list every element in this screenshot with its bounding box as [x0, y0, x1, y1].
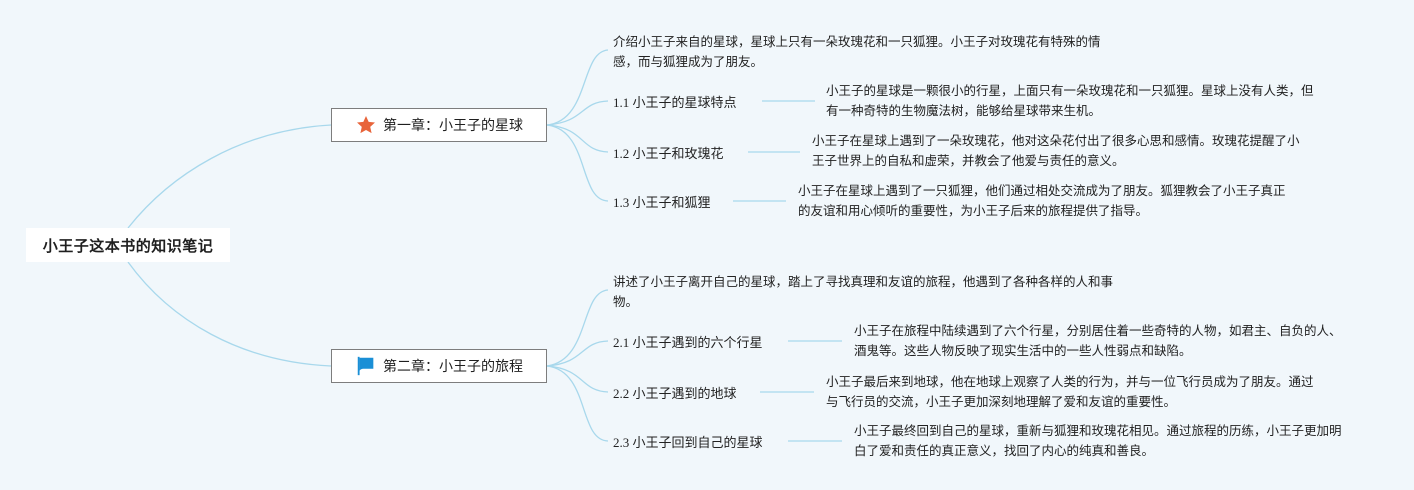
chapter-2-topic[interactable]: 第二章：小王子的旅程 — [331, 349, 547, 383]
connector-root-ch1 — [127, 124, 332, 229]
section-2-3-desc: 小王子最终回到自己的星球，重新与狐狸和玫瑰花相见。通过旅程的历练，小王子更加明白… — [854, 423, 1342, 458]
connector-ch1-intro — [546, 49, 609, 126]
connector-ch1-s3 — [546, 124, 609, 202]
section-1-1-title[interactable]: 1.1 小王子的星球特点 — [613, 95, 737, 110]
section-1-2-desc: 小王子在星球上遇到了一朵玫瑰花，他对这朵花付出了很多心思和感情。玫瑰花提醒了小王… — [812, 133, 1300, 168]
flag-icon — [357, 356, 374, 376]
connector-ch2-intro — [546, 289, 609, 367]
connector-ch2-s2 — [546, 365, 609, 393]
section-1-2-title[interactable]: 1.2 小王子和玫瑰花 — [613, 146, 724, 161]
chapter-1-intro: 介绍小王子来自的星球，星球上只有一朵玫瑰花和一只狐狸。小王子对玫瑰花有特殊的情感… — [613, 34, 1101, 69]
root-topic[interactable]: 小王子这本书的知识笔记 — [26, 228, 230, 262]
connector-ch1-s1 — [546, 100, 609, 126]
section-2-2-desc: 小王子最后来到地球，他在地球上观察了人类的行为，并与一位飞行员成为了朋友。通过与… — [826, 374, 1314, 409]
section-2-1-desc: 小王子在旅程中陆续遇到了六个行星，分别居住着一些奇特的人物，如君主、自负的人、酒… — [854, 323, 1342, 358]
connector-ch1-s2 — [546, 124, 609, 153]
chapter-1-title: 第一章：小王子的星球 — [383, 118, 523, 134]
section-2-1-title[interactable]: 2.1 小王子遇到的六个行星 — [613, 335, 763, 350]
section-2-3-title[interactable]: 2.3 小王子回到自己的星球 — [613, 435, 763, 450]
chapter-2-intro: 讲述了小王子离开自己的星球，踏上了寻找真理和友谊的旅程，他遇到了各种各样的人和事… — [613, 274, 1114, 309]
connector-ch2-s3 — [546, 365, 609, 442]
root-title: 小王子这本书的知识笔记 — [42, 236, 214, 255]
section-1-1-desc: 小王子的星球是一颗很小的行星，上面只有一朵玫瑰花和一只狐狸。星球上没有人类，但有… — [826, 83, 1314, 118]
section-1-3-title[interactable]: 1.3 小王子和狐狸 — [613, 195, 711, 210]
star-icon — [357, 116, 375, 134]
section-2-2-title[interactable]: 2.2 小王子遇到的地球 — [613, 386, 737, 401]
section-1-3-desc: 小王子在星球上遇到了一只狐狸，他们通过相处交流成为了朋友。狐狸教会了小王子真正的… — [798, 183, 1286, 218]
connector-root-ch2 — [127, 261, 332, 367]
chapter-2-title: 第二章：小王子的旅程 — [383, 359, 523, 375]
connector-ch2-s1 — [546, 340, 609, 367]
chapter-1-topic[interactable]: 第一章：小王子的星球 — [331, 108, 547, 142]
